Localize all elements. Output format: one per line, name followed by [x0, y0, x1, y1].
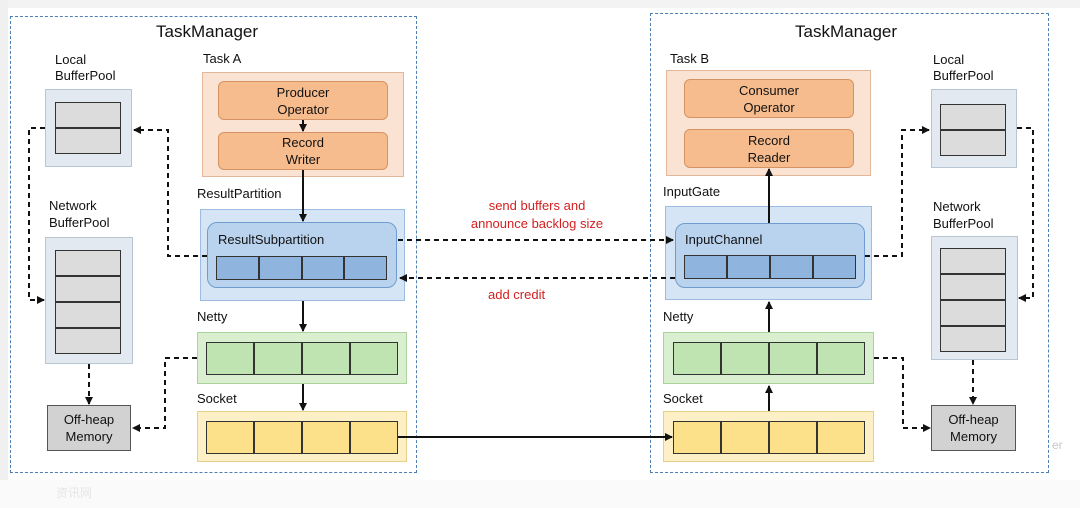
netty-right-label: Netty [663, 309, 694, 324]
task-b-label: Task B [670, 51, 710, 66]
input-channel-label: InputChannel [685, 232, 763, 247]
netty-right-buffers [673, 342, 865, 375]
netty-left-label: Netty [197, 309, 228, 324]
offheap-memory-left: Off-heap Memory [47, 405, 131, 451]
taskmanager-right-frame [650, 13, 1049, 473]
task-a-label: Task A [203, 51, 242, 66]
background-strip-left [0, 0, 8, 508]
background-strip-top [0, 0, 1080, 8]
record-reader: Record Reader [684, 129, 854, 168]
network-bufferpool-left-buffers [55, 250, 121, 354]
socket-left-label: Socket [197, 391, 237, 406]
network-bufferpool-right-label: Network BufferPool [933, 199, 994, 231]
socket-right-label: Socket [663, 391, 703, 406]
arrow-local-pool-to-network-pool-right [1017, 127, 1034, 302]
socket-left-buffers [206, 421, 398, 454]
result-subpartition-buffers [216, 256, 387, 280]
arrow-local-pool-to-network-pool-left [28, 127, 45, 304]
local-bufferpool-left-buffers [55, 102, 121, 154]
taskmanager-left-title: TaskManager [156, 22, 259, 41]
input-channel-buffers [684, 255, 856, 279]
taskmanager-left-frame [10, 16, 417, 473]
record-writer: Record Writer [218, 132, 388, 170]
arrow-channel-to-local-pool-right [865, 126, 930, 257]
watermark-fragment: 资讯网 [56, 486, 93, 500]
input-gate-label: InputGate [663, 184, 721, 199]
result-subpartition-label: ResultSubpartition [218, 232, 325, 247]
offheap-memory-right: Off-heap Memory [931, 405, 1016, 451]
watermark-fragment: er [1052, 438, 1063, 452]
local-bufferpool-left-label: Local BufferPool [55, 52, 116, 83]
arrow-netty-to-memory-left [132, 357, 197, 432]
background-strip-bottom [0, 480, 1080, 508]
add-credit-message: add credit [488, 287, 546, 302]
local-bufferpool-right-buffers [940, 104, 1006, 156]
taskmanager-right-title: TaskManager [795, 22, 898, 41]
local-bufferpool-right-label: Local BufferPool [933, 52, 994, 83]
consumer-operator: Consumer Operator [684, 79, 854, 118]
network-bufferpool-left-label: Network BufferPool [49, 198, 110, 230]
socket-right-buffers [673, 421, 865, 454]
network-bufferpool-right-buffers [940, 248, 1006, 352]
send-buffers-message: send buffers and announce backlog size [470, 198, 604, 231]
arrow-netty-to-memory-right [874, 357, 931, 432]
producer-operator: Producer Operator [218, 81, 388, 120]
netty-left-buffers [206, 342, 398, 375]
result-partition-label: ResultPartition [197, 186, 282, 201]
arrow-subpartition-to-local-pool-left [133, 126, 207, 257]
